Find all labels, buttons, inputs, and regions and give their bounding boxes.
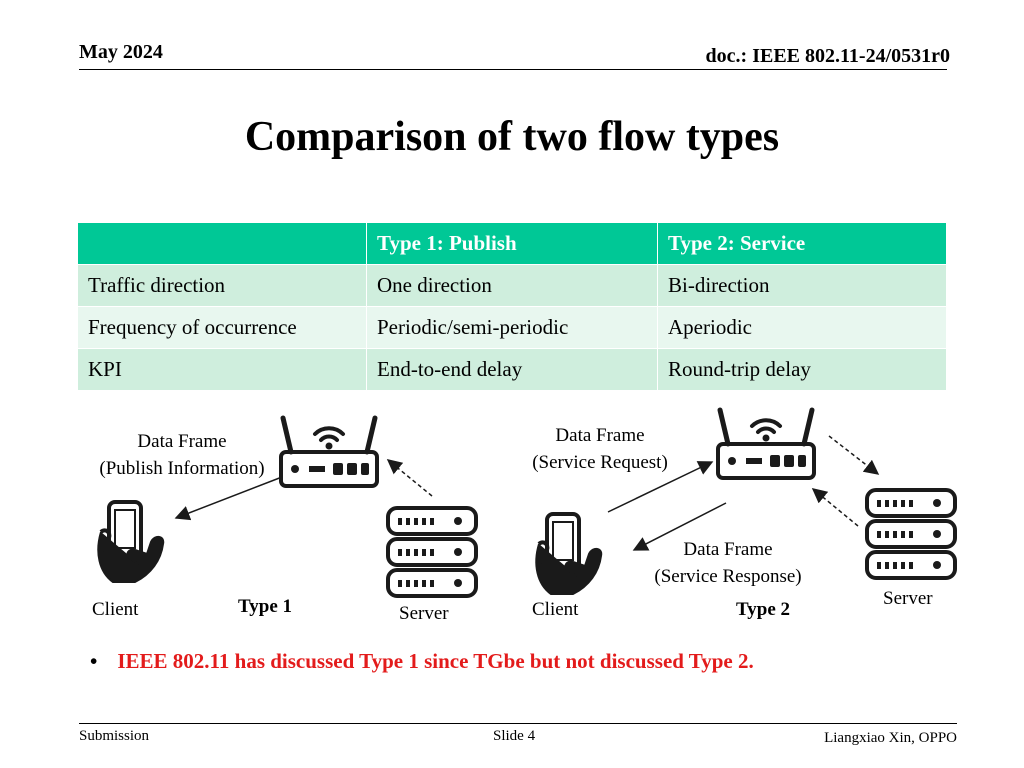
- server-to-ap-arrow: [811, 488, 859, 527]
- comparison-table: Type 1: Publish Type 2: Service Traffic …: [77, 222, 947, 391]
- request-frame-label: Data Frame (Service Request): [516, 422, 684, 476]
- router-icon: [718, 410, 814, 478]
- note-text: IEEE 802.11 has discussed Type 1 since T…: [117, 649, 754, 673]
- publish-frame-label: Data Frame (Publish Information): [84, 428, 280, 482]
- slide-title: Comparison of two flow types: [244, 114, 780, 160]
- response-frame-label: Data Frame (Service Response): [638, 536, 818, 590]
- label-line: (Service Request): [532, 452, 668, 473]
- label-line: Data Frame: [137, 431, 227, 452]
- table-cell: Round-trip delay: [657, 348, 947, 391]
- type-label: Type 2: [736, 599, 791, 620]
- table-header-cell: Type 1: Publish: [366, 222, 658, 265]
- request-arrow: [607, 461, 714, 513]
- table-header-cell: [77, 222, 367, 265]
- footer-submission: Submission: [79, 728, 150, 744]
- server-icon: [386, 506, 478, 598]
- type-label: Type 1: [238, 596, 293, 617]
- smartphone-hand-icon: [96, 500, 166, 584]
- table-header-cell: Type 2: Service: [657, 222, 947, 265]
- server-label: Server: [399, 603, 449, 624]
- client-label: Client: [92, 599, 139, 620]
- table-cell: Aperiodic: [657, 306, 947, 349]
- table-cell: End-to-end delay: [366, 348, 658, 391]
- bullet-note: • IEEE 802.11 has discussed Type 1 since …: [90, 649, 754, 674]
- table-row: Frequency of occurrence Periodic/semi-pe…: [77, 306, 947, 349]
- label-line: (Publish Information): [99, 458, 265, 479]
- footer-author: Liangxiao Xin, OPPO: [824, 730, 957, 746]
- label-line: Data Frame: [683, 539, 773, 560]
- router-icon: [281, 418, 377, 486]
- header-divider: [79, 69, 947, 70]
- server-label: Server: [883, 588, 933, 609]
- header-date: May 2024: [79, 41, 163, 63]
- ap-to-server-arrow: [828, 435, 880, 475]
- table-cell: Traffic direction: [77, 264, 367, 307]
- footer-divider: [79, 723, 957, 724]
- table-cell: One direction: [366, 264, 658, 307]
- table-row: Traffic direction One direction Bi-direc…: [77, 264, 947, 307]
- bullet-icon: •: [90, 649, 98, 673]
- smartphone-hand-icon: [534, 512, 604, 596]
- table-header-row: Type 1: Publish Type 2: Service: [77, 222, 947, 265]
- server-to-ap-arrow: [386, 459, 433, 497]
- label-line: Data Frame: [555, 425, 645, 446]
- table-cell: Frequency of occurrence: [77, 306, 367, 349]
- table-cell: KPI: [77, 348, 367, 391]
- table-cell: Periodic/semi-periodic: [366, 306, 658, 349]
- publish-arrow: [174, 476, 283, 521]
- client-label: Client: [532, 599, 579, 620]
- footer-slide-number: Slide 4: [493, 728, 536, 744]
- table-row: KPI End-to-end delay Round-trip delay: [77, 348, 947, 391]
- table-cell: Bi-direction: [657, 264, 947, 307]
- server-icon: [865, 488, 957, 580]
- header-doc-id: doc.: IEEE 802.11-24/0531r0: [705, 45, 950, 67]
- label-line: (Service Response): [654, 566, 802, 587]
- response-arrow: [632, 502, 727, 551]
